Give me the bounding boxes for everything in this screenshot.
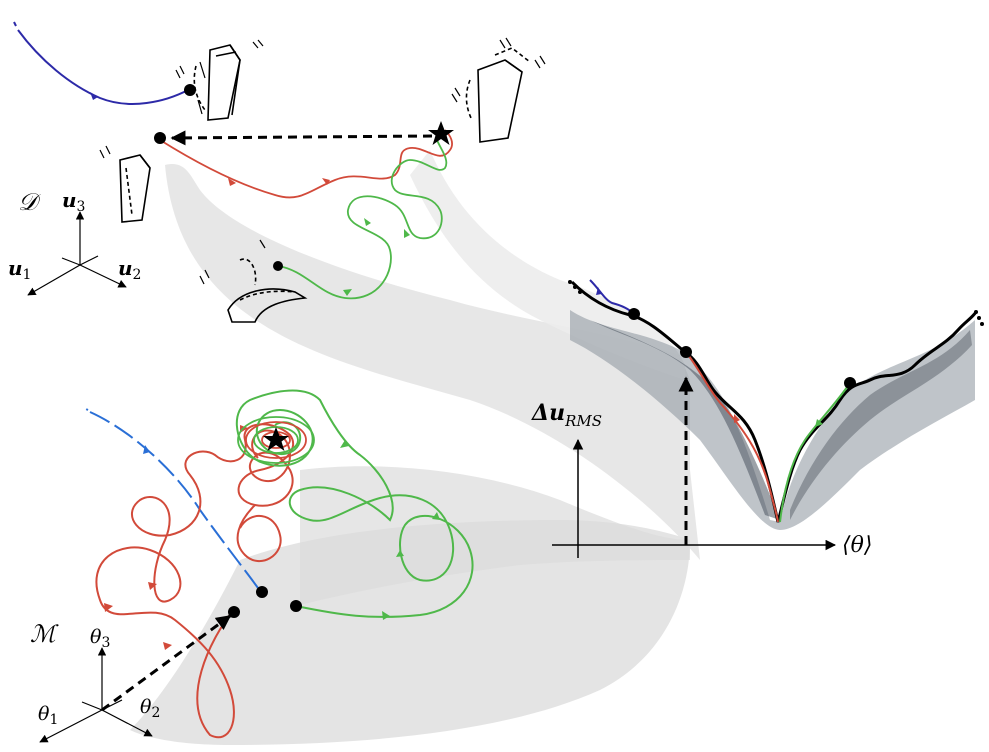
star-marker-D [428, 121, 454, 145]
axis-u1-label: u1 [8, 256, 31, 283]
arrow-origin-to-state [101, 614, 232, 712]
landscape-fog [570, 310, 975, 530]
panel-M: ℳ θ3 θ1 θ2 [30, 389, 474, 743]
axis-u3-label: u3 [62, 188, 85, 215]
panel-M-label: ℳ [30, 620, 59, 648]
projection-band-middle [410, 150, 685, 380]
projection-band-lower-inner [300, 466, 690, 605]
trajectory-green-M [235, 389, 474, 618]
landscape-dot-red [680, 346, 692, 358]
projection-band-lower [130, 520, 690, 745]
panel-D: 𝒟 u3 u1 u2 [8, 21, 546, 323]
axes-D [27, 211, 127, 296]
trajectory-blue-M [89, 411, 259, 589]
state-dot-green-M [290, 600, 302, 612]
state-dot-green-D [273, 261, 283, 271]
state-dot-blue-M [256, 586, 268, 598]
axis-theta3-label: θ3 [90, 626, 110, 651]
sketch-bar-bent [199, 239, 308, 323]
axis-u2-label: u2 [118, 256, 141, 283]
trajectory-red-M [95, 423, 295, 739]
trajectory-green-D [277, 139, 448, 300]
landscape-dot-green [844, 377, 856, 389]
sketch-bar-left [99, 145, 151, 223]
sketch-bar-top [175, 39, 264, 121]
landscape-green-path [779, 382, 851, 523]
energy-landscape [568, 279, 984, 530]
star-marker-M [263, 427, 289, 451]
sketch-bar-right [451, 37, 546, 143]
state-dot-blue [184, 84, 196, 96]
landscape-dotted-ends [568, 280, 984, 326]
panel-D-label: 𝒟 [18, 188, 42, 216]
axis-theta1-label: θ1 [38, 703, 58, 728]
state-dot-red-D [154, 132, 166, 144]
landscape-dot-blue [628, 308, 640, 320]
trajectory-blue-top [17, 29, 189, 105]
state-dot-red-M [228, 606, 240, 618]
return-arrow-D [170, 130, 433, 146]
plot-y-label: ΔuRMS [531, 400, 602, 430]
trajectory-red-D [159, 129, 453, 199]
axes-M [39, 647, 153, 743]
plot-x-label: ⟨θ⟩ [842, 533, 872, 558]
axis-theta2-label: θ2 [140, 696, 160, 721]
plot-axes: ΔuRMS ⟨θ⟩ [531, 376, 872, 558]
landscape-red-path [685, 351, 779, 523]
projection-band-upper [165, 164, 700, 561]
